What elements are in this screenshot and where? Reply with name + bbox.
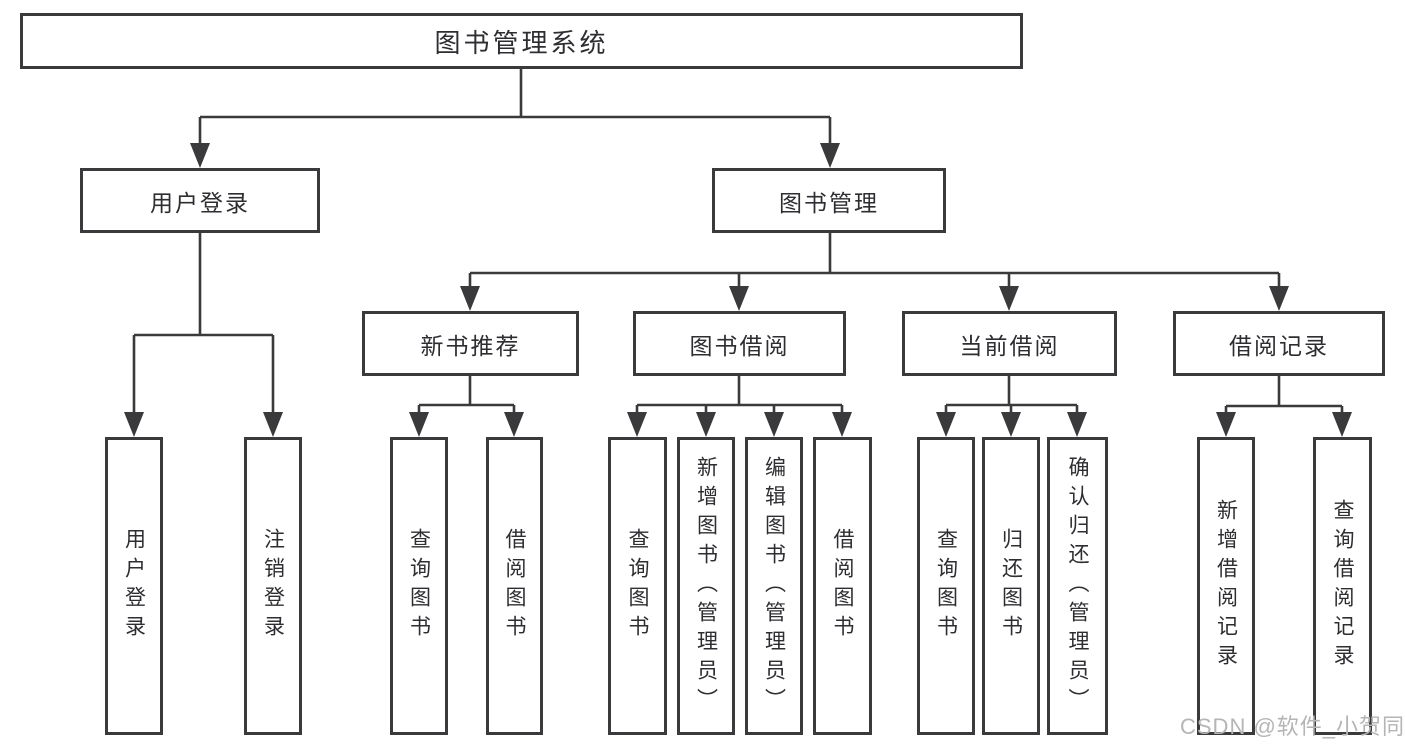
node-borrowing-records: 借阅记录 — [1173, 311, 1385, 376]
leaf-confirm-return-admin: 确认归还（管理员） — [1047, 437, 1108, 735]
leaf-borrow-books-recommend-label: 借阅图书 — [503, 528, 526, 644]
node-root: 图书管理系统 — [20, 13, 1023, 69]
node-book-borrowing: 图书借阅 — [633, 311, 846, 376]
node-current-borrowing: 当前借阅 — [902, 311, 1117, 376]
node-book-management-label: 图书管理 — [779, 189, 879, 216]
leaf-add-books-admin-label: 新增图书（管理员） — [694, 455, 718, 717]
leaf-query-books-recommend: 查询图书 — [390, 437, 448, 735]
leaf-user-login-label: 用户登录 — [122, 528, 146, 644]
leaf-user-login: 用户登录 — [105, 437, 163, 735]
leaf-confirm-return-admin-label: 确认归还（管理员） — [1066, 455, 1089, 717]
node-current-borrowing-label: 当前借阅 — [959, 332, 1060, 359]
node-book-management: 图书管理 — [712, 168, 946, 233]
node-book-borrowing-label: 图书借阅 — [689, 332, 790, 359]
node-new-book-recommendation-label: 新书推荐 — [420, 332, 521, 359]
leaf-add-borrow-record: 新增借阅记录 — [1197, 437, 1255, 735]
leaf-query-books-borrowing: 查询图书 — [608, 437, 667, 735]
node-user-login-label: 用户登录 — [150, 189, 250, 216]
leaf-logout: 注销登录 — [244, 437, 302, 735]
leaf-edit-books-admin-label: 编辑图书（管理员） — [762, 455, 786, 717]
leaf-edit-books-admin: 编辑图书（管理员） — [745, 437, 803, 735]
leaf-query-borrow-record: 查询借阅记录 — [1313, 437, 1372, 735]
node-user-login: 用户登录 — [80, 168, 320, 233]
leaf-borrow-books-recommend: 借阅图书 — [486, 437, 543, 735]
csdn-watermark: CSDN @软件_小贺同学 — [1180, 714, 1405, 739]
leaf-query-borrow-record-label: 查询借阅记录 — [1331, 499, 1354, 673]
leaf-borrow-books-borrowing-label: 借阅图书 — [831, 528, 854, 644]
leaf-query-books-recommend-label: 查询图书 — [407, 528, 431, 644]
leaf-query-books-borrowing-label: 查询图书 — [626, 528, 649, 644]
leaf-borrow-books-borrowing: 借阅图书 — [813, 437, 872, 735]
leaf-return-books: 归还图书 — [982, 437, 1040, 735]
leaf-query-books-current: 查询图书 — [917, 437, 975, 735]
leaf-add-borrow-record-label: 新增借阅记录 — [1214, 499, 1238, 673]
node-borrowing-records-label: 借阅记录 — [1229, 332, 1329, 359]
leaf-query-books-current-label: 查询图书 — [934, 528, 958, 644]
node-root-label: 图书管理系统 — [434, 27, 609, 58]
leaf-return-books-label: 归还图书 — [999, 528, 1023, 644]
leaf-logout-label: 注销登录 — [261, 528, 285, 644]
node-new-book-recommendation: 新书推荐 — [362, 311, 579, 376]
leaf-add-books-admin: 新增图书（管理员） — [677, 437, 735, 735]
